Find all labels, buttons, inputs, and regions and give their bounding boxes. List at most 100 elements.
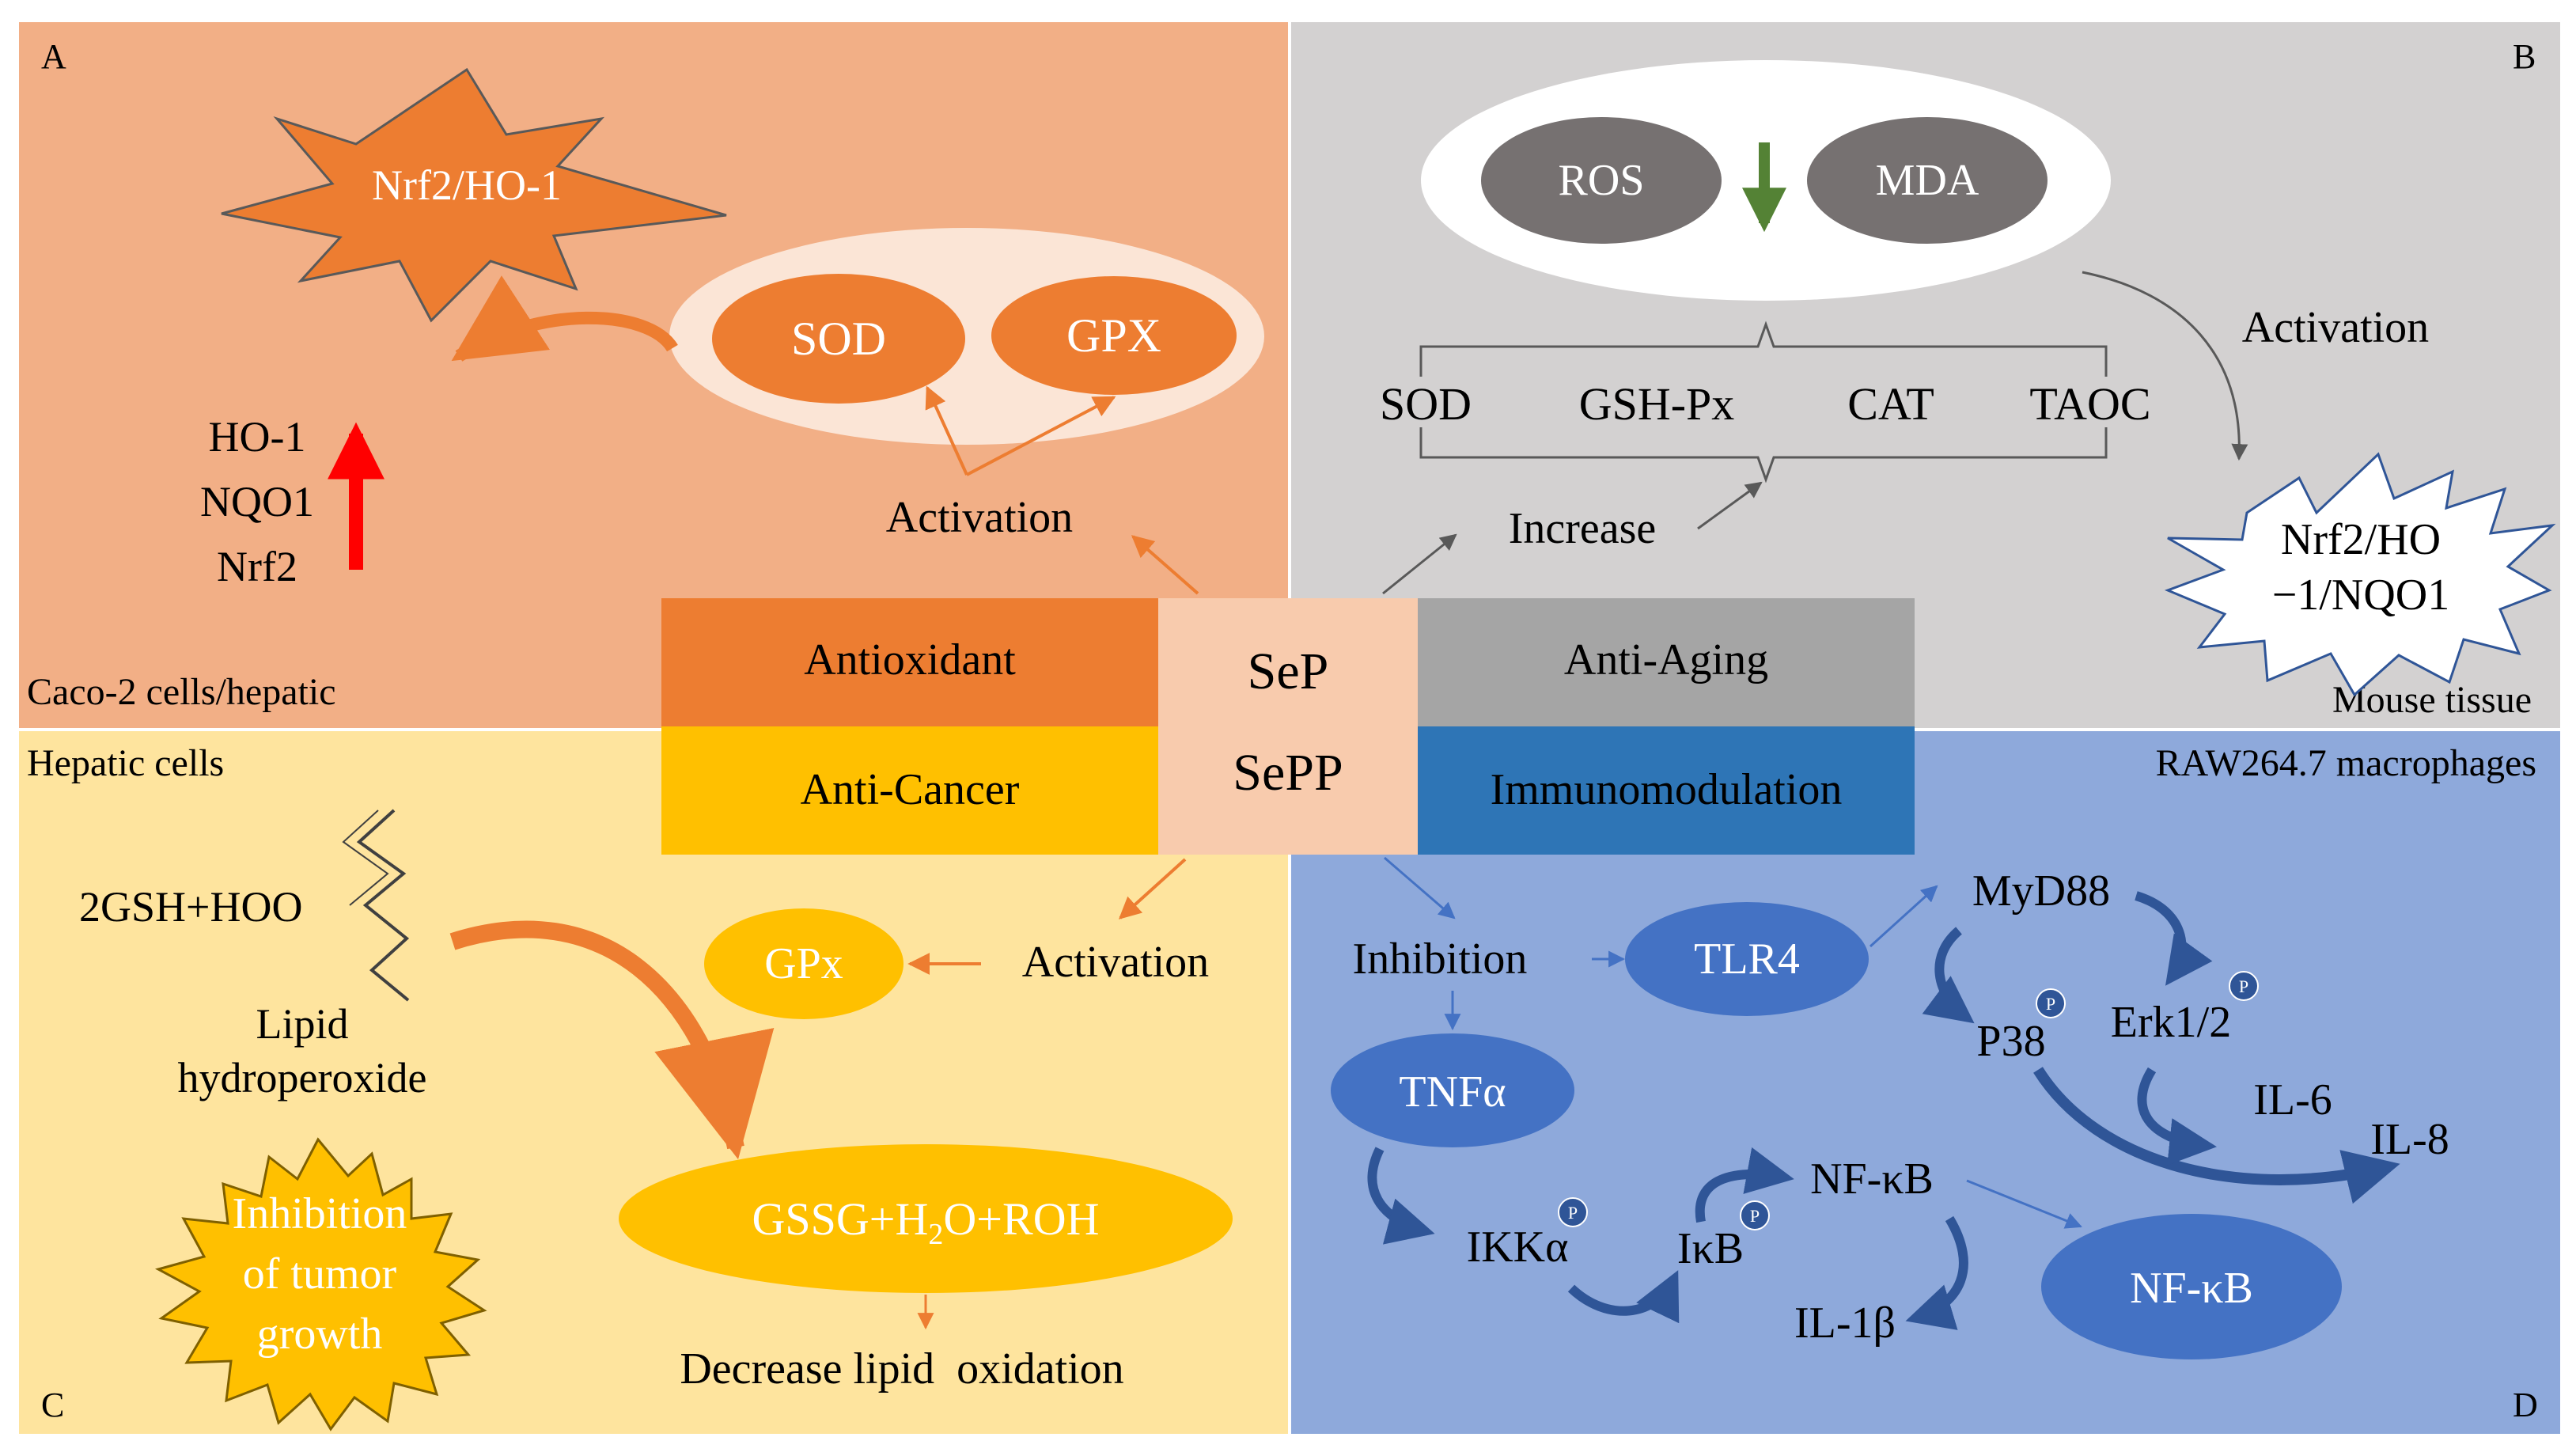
panel-c-caption: Hepatic cells <box>27 742 224 784</box>
activation-to-sod-arrow <box>925 385 968 476</box>
erk-phospho-badge <box>2229 971 2259 1001</box>
myd88-to-p38-arrow <box>1922 927 1975 1024</box>
burst-line3: growth <box>257 1310 383 1359</box>
nfkb-oval <box>2041 1214 2342 1359</box>
increase-label: Increase <box>1509 504 1657 553</box>
product-subscript: 2 <box>928 1218 943 1251</box>
ikb-to-nfkb-arrow <box>1695 1147 1794 1223</box>
panel-c-activation-label: Activation <box>1022 938 1209 987</box>
product-oval <box>619 1144 1233 1293</box>
myd88-to-erk-arrow <box>2135 891 2213 986</box>
nrf2-label: Nrf2 <box>217 543 297 590</box>
center-to-inhibition-arrow <box>1384 856 1456 919</box>
sepp-label: SePP <box>1233 744 1343 802</box>
erk-phospho-label: P <box>2239 976 2248 996</box>
ros-oval <box>1481 117 1722 244</box>
center-to-activation-arrow-a <box>1131 535 1199 595</box>
reactants-label: 2GSH+HOO <box>79 883 302 931</box>
nrf2-ho1-star-label: Nrf2/HO-1 <box>372 161 562 209</box>
enzyme-bracket-top <box>1419 320 2108 377</box>
product-b: O+ROH <box>943 1193 1099 1245</box>
anti-aging-box <box>1418 598 1915 726</box>
nfkb-to-oval-arrow <box>1966 1179 2082 1229</box>
nqo1-label: NQO1 <box>200 478 314 525</box>
burst-line2: of tumor <box>243 1249 397 1299</box>
mda-label: MDA <box>1876 156 1979 205</box>
center-to-gpx-c-arrow <box>1118 858 1187 919</box>
activation-to-gpx-arrow <box>966 396 1116 476</box>
panel-c-letter: C <box>41 1386 64 1424</box>
nfkb-oval-label: NF-κB <box>2130 1264 2253 1313</box>
gpx-label: GPX <box>1066 309 1161 362</box>
p38-phospho-label: P <box>2046 994 2055 1014</box>
burst-line1: Inhibition <box>233 1189 407 1238</box>
nfkb-label: NF-κB <box>1810 1155 1934 1204</box>
ikka-to-ikb-arrow <box>1567 1270 1680 1324</box>
panel-a-caption: Caco-2 cells/hepatic <box>27 671 336 713</box>
ikb-phospho-badge <box>1740 1200 1770 1230</box>
product-label: GSSG+H2O+ROH <box>752 1193 1100 1251</box>
ikka-label: IKKα <box>1467 1223 1569 1272</box>
lipid-chain <box>356 809 410 1002</box>
il6-label: IL-6 <box>2253 1075 2332 1124</box>
product-a: GSSG+H <box>752 1193 929 1245</box>
tlr4-label: TLR4 <box>1694 935 1800 984</box>
myd88-label: MyD88 <box>1972 866 2110 916</box>
tnfa-label: TNFα <box>1399 1067 1506 1117</box>
sep-label: SeP <box>1248 643 1329 700</box>
decrease-label: Decrease lipid oxidation <box>680 1344 1123 1393</box>
nrf2-nqo1-star <box>2164 452 2556 697</box>
sod-label: SOD <box>791 313 886 365</box>
nrf2-nqo1-star-line2: −1/NQO1 <box>2272 571 2449 620</box>
lipid-line2-label: hydroperoxide <box>178 1054 427 1101</box>
increase-to-bracket-arrow <box>1697 481 1763 530</box>
il1b-label: IL-1β <box>1794 1299 1896 1348</box>
tnfa-oval <box>1331 1033 1574 1147</box>
panel-b-activation-label: Activation <box>2242 303 2429 352</box>
anti-cancer-label: Anti-Cancer <box>801 765 1020 814</box>
gpx-c-oval <box>704 908 903 1019</box>
enzyme-taoc-label: TAOC <box>2029 378 2150 430</box>
ikka-phospho-label: P <box>1568 1203 1578 1223</box>
ho1-label: HO-1 <box>209 413 306 461</box>
tumor-burst <box>154 1137 487 1431</box>
p38-phospho-badge <box>2036 988 2066 1018</box>
immunomodulation-label: Immunomodulation <box>1491 765 1843 814</box>
il8-label: IL-8 <box>2370 1115 2449 1164</box>
ikb-label: IκB <box>1677 1224 1744 1273</box>
tlr4-oval <box>1625 902 1869 1016</box>
p38-label: P38 <box>1976 1017 2045 1066</box>
panel-d-caption: RAW264.7 macrophages <box>2156 742 2536 784</box>
mda-oval <box>1807 117 2048 244</box>
anti-aging-label: Anti-Aging <box>1564 635 1768 684</box>
gpx-c-label: GPx <box>764 939 843 988</box>
panel-b-letter: B <box>2513 37 2536 76</box>
enzyme-to-star-arrow <box>451 275 678 362</box>
lipid-to-product-arrow <box>449 920 775 1160</box>
antioxidant-label: Antioxidant <box>804 635 1016 684</box>
center-to-increase-arrow <box>1382 533 1457 595</box>
enzyme-bracket-bottom <box>1419 427 2108 483</box>
center-box <box>1158 598 1418 855</box>
ikb-phospho-label: P <box>1750 1206 1760 1226</box>
antioxidant-box <box>661 598 1158 726</box>
ikka-phospho-badge <box>1558 1197 1588 1227</box>
gpx-oval <box>991 276 1237 395</box>
enzyme-sod-label: SOD <box>1380 378 1472 430</box>
anti-cancer-box <box>661 726 1158 855</box>
panel-a-letter: A <box>41 37 66 76</box>
erk-to-il6-arrow <box>2137 1067 2217 1166</box>
tlr4-to-myd88-arrow <box>1869 885 1938 948</box>
nrf2-nqo1-star-line1: Nrf2/HO <box>2281 515 2441 564</box>
p38-to-il8-arrow <box>2033 1067 2400 1204</box>
ros-label: ROS <box>1559 156 1645 205</box>
panel-d-letter: D <box>2513 1386 2538 1424</box>
lipid-line1-label: Lipid <box>256 1000 349 1048</box>
panel-a-activation-label: Activation <box>886 493 1073 542</box>
nfkb-to-il1b-arrow <box>1905 1215 1968 1330</box>
erk-label: Erk1/2 <box>2111 998 2231 1047</box>
immunomodulation-box <box>1418 726 1915 855</box>
lipid-chain-2 <box>342 810 389 906</box>
enzyme-cat-label: CAT <box>1847 378 1934 430</box>
